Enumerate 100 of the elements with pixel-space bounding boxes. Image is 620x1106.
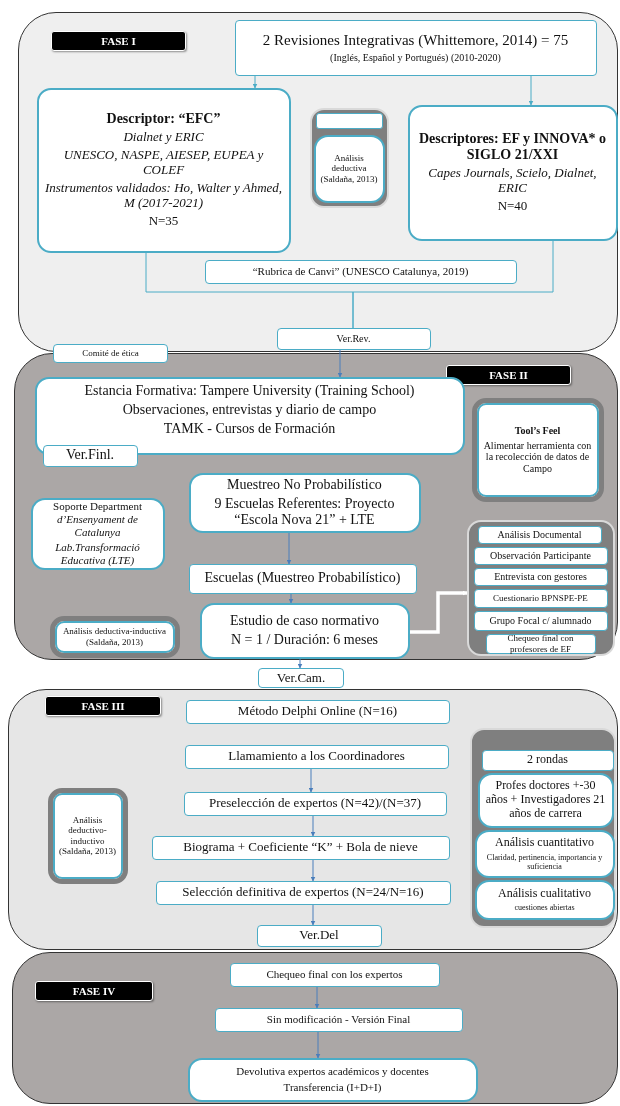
process-box xyxy=(185,699,450,724)
phase-label: FASE III xyxy=(45,696,161,716)
box-heading: Soporte Department d’Ensenyament de Catalunya xyxy=(52,500,143,539)
process-box xyxy=(258,668,344,688)
process-box xyxy=(234,19,597,76)
process-box xyxy=(485,633,596,654)
box-text: N = 1 / Duración: 6 meses xyxy=(230,632,379,649)
connector-arrow xyxy=(314,986,320,1009)
connector-arrow xyxy=(297,658,303,669)
box-text: Análisis Documental xyxy=(497,528,582,541)
box-text: Chequeo final con los expertos xyxy=(266,968,403,981)
box-text: Dialnet y ERIC xyxy=(123,130,204,146)
box-heading: Estudio de caso normativo xyxy=(230,612,379,629)
connector-arrow xyxy=(337,349,343,378)
box-text: Ver.Cam. xyxy=(276,670,326,686)
box-text: Preselección de expertos (N=42)/(N=37) xyxy=(208,796,422,811)
box-text: (Inglés, Español y Portugués) (2010-2020) xyxy=(330,51,501,64)
box-heading: Análisis cuantitativo xyxy=(495,835,594,850)
phase-panel xyxy=(12,952,618,1104)
box-text: Ver.Rev. xyxy=(336,332,371,345)
connector-arrow xyxy=(286,532,292,565)
group-panel xyxy=(309,107,389,208)
box-text: N=40 xyxy=(497,199,528,214)
box-text: Análisis deductivo-inductivo (Saldaña, 2013) xyxy=(58,814,117,857)
connector-arrow xyxy=(310,859,316,882)
process-box xyxy=(477,772,614,828)
phase-panel xyxy=(8,689,618,950)
connector-arrow xyxy=(252,75,258,89)
box-text: Alimentar herramienta con la recolección de datos de Campo xyxy=(482,439,593,474)
process-box xyxy=(183,791,447,816)
process-box xyxy=(477,525,602,544)
box-text: Análisis deductiva-inductiva (Saldaña, 2013) xyxy=(61,626,168,647)
box-text: Método Delphi Online (N=16) xyxy=(237,704,398,719)
process-box xyxy=(49,615,180,658)
process-box xyxy=(155,880,451,905)
box-heading: 2 Revisiones Integrativas (Whittemore, 2014) = 75 xyxy=(262,31,569,49)
box-text: Comité de ética xyxy=(82,348,139,359)
process-box xyxy=(474,879,615,920)
process-box xyxy=(214,1007,463,1032)
process-box xyxy=(471,397,604,502)
box-text: Observación Participante xyxy=(490,549,591,562)
box-heading: Devolutiva expertos académicos y docentes xyxy=(236,1065,429,1078)
box-text: Entrevista con gestores xyxy=(494,570,587,583)
connector-arrow xyxy=(528,75,534,106)
connector-arrow xyxy=(288,593,294,604)
phase-panel xyxy=(18,12,618,352)
process-box xyxy=(30,497,165,570)
process-box xyxy=(276,327,431,350)
box-text: Cuestionario BPNSPE-PE xyxy=(493,592,588,604)
box-text: Capes Journals, Scielo, Dialnet, ERIC xyxy=(427,166,598,197)
box-heading: Tool’s Feel xyxy=(514,425,561,437)
process-box xyxy=(473,610,608,631)
box-text: Análisis deductiva (Saldaña, 2013) xyxy=(319,153,379,184)
process-box xyxy=(481,749,614,771)
connector-arrow xyxy=(410,590,468,634)
box-heading: Estancia Formativa: Tampere University (Training School) xyxy=(84,382,415,399)
box-text: Sin modificación - Versión Final xyxy=(266,1013,411,1026)
process-box xyxy=(204,259,517,284)
connector-arrow xyxy=(310,904,316,926)
box-text: 9 Escuelas Referentes: Proyecto “Escola Nova 21” + LTE xyxy=(213,495,396,529)
process-box xyxy=(36,87,291,253)
process-box xyxy=(474,829,615,878)
process-box xyxy=(42,444,138,467)
process-box xyxy=(47,787,128,884)
box-text: Observaciones, entrevistas y diario de campo xyxy=(122,401,377,418)
box-text: Lab.Transformació Educativa (LTE) xyxy=(54,541,141,567)
empty-box xyxy=(315,112,383,129)
connector-arrow xyxy=(310,815,316,837)
connector-arrow xyxy=(315,1031,321,1059)
group-panel xyxy=(466,519,615,656)
process-box xyxy=(473,588,608,608)
process-box xyxy=(229,962,440,987)
box-text: Claridad, pertinencia, importancia y suficiencia xyxy=(485,852,604,872)
phase-label: FASE I xyxy=(51,31,186,51)
process-box xyxy=(187,1057,478,1102)
process-box xyxy=(53,344,168,363)
box-text: Chequeo final con profesores de EF xyxy=(506,633,575,654)
box-text: Ver.Finl. xyxy=(65,447,115,464)
process-box xyxy=(199,602,410,659)
box-text: Selección definitiva de expertos (N=24/N=16) xyxy=(182,885,424,900)
phase-label: FASE IV xyxy=(35,981,153,1001)
box-text: TAMK - Cursos de Formación xyxy=(163,420,336,437)
process-box xyxy=(473,546,608,565)
process-box xyxy=(151,835,450,860)
box-heading: Descriptores: EF y INNOVA* o SIGLO 21/XXI xyxy=(417,131,608,164)
box-text: Biograma + Coeficiente “K” + Bola de nieve xyxy=(183,840,418,855)
box-heading: Análisis cualitativo xyxy=(498,886,591,901)
box-text: Ver.Del xyxy=(299,928,339,943)
process-box xyxy=(256,924,382,947)
group-panel xyxy=(469,727,616,928)
box-text: cuestiones abiertas xyxy=(514,903,575,913)
process-box xyxy=(473,567,608,586)
process-box xyxy=(313,134,385,203)
process-box xyxy=(184,744,449,769)
box-text: N=35 xyxy=(148,213,179,229)
box-text: Profes doctores +-30 años + Investigadores 21 años de carrera xyxy=(484,779,607,821)
box-heading: Muestreo No Probabilístico xyxy=(227,476,382,493)
box-text: Llamamiento a los Coordinadores xyxy=(228,749,405,764)
phase-label: FASE II xyxy=(446,365,571,385)
box-text: Transferencia (I+D+I) xyxy=(283,1081,382,1094)
